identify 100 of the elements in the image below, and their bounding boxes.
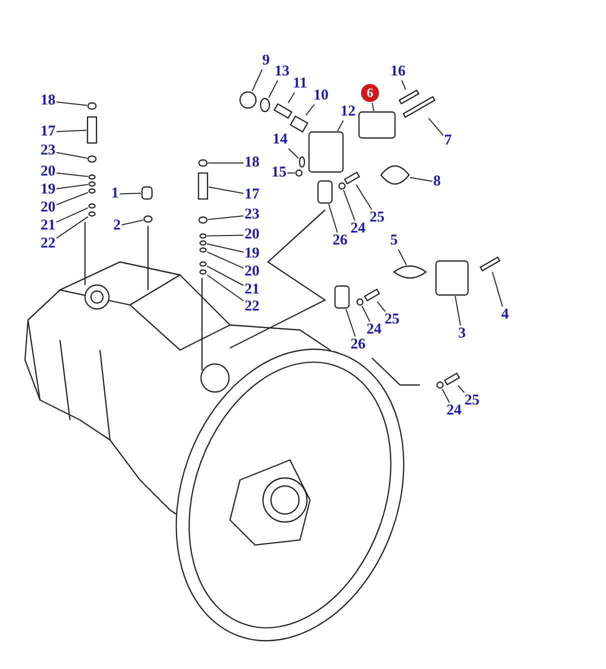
o-ring xyxy=(88,188,96,194)
valve-block xyxy=(317,180,333,204)
o-ring xyxy=(260,98,270,112)
o-ring xyxy=(198,216,208,224)
leader-line xyxy=(458,385,465,393)
valve-block xyxy=(358,111,396,139)
leader-line xyxy=(454,296,461,326)
callout-number: 26 xyxy=(332,234,348,248)
leader-line xyxy=(252,69,263,92)
leader-line xyxy=(56,207,88,223)
valve-block xyxy=(334,285,350,309)
bolt xyxy=(274,103,292,119)
leader-line xyxy=(401,80,406,90)
callout-number: 17 xyxy=(40,124,56,140)
o-ring xyxy=(88,174,96,180)
leader-line xyxy=(56,130,87,132)
callout-number: 24 xyxy=(366,322,382,338)
bolt xyxy=(364,288,380,302)
o-ring xyxy=(199,247,207,253)
callout-number: 25 xyxy=(464,394,480,408)
leader-line xyxy=(208,186,244,194)
leader-line xyxy=(356,184,372,210)
leader-line xyxy=(206,251,244,269)
callout-number: 18 xyxy=(40,94,56,108)
valve-block xyxy=(141,186,153,200)
valve-block xyxy=(198,159,208,167)
leader-line xyxy=(492,271,503,307)
leader-line xyxy=(398,249,407,266)
leader-line xyxy=(337,120,344,132)
callout-number: 13 xyxy=(274,64,290,80)
callout-number: 16 xyxy=(390,64,406,80)
o-ring xyxy=(88,211,96,217)
callout-number: 20 xyxy=(244,228,260,242)
leader-line xyxy=(206,243,244,253)
o-ring xyxy=(199,261,207,267)
o-ring xyxy=(143,215,153,223)
callout-number: 14 xyxy=(272,132,288,148)
callout-number: 24 xyxy=(446,404,462,418)
o-ring xyxy=(199,240,207,246)
callout-number: 23 xyxy=(40,144,56,158)
leader-line xyxy=(428,118,444,136)
bolt xyxy=(290,115,308,133)
o-ring xyxy=(436,381,444,389)
o-ring xyxy=(295,169,303,177)
leader-line xyxy=(206,266,244,286)
callout-number: 25 xyxy=(384,312,400,328)
callout-number: 18 xyxy=(244,156,260,170)
callout-number: 11 xyxy=(292,76,308,92)
leader-line xyxy=(208,215,244,220)
leader-line xyxy=(343,190,356,221)
leader-line xyxy=(206,274,244,302)
valve-block xyxy=(308,131,344,173)
o-ring xyxy=(87,155,97,163)
callout-number: 21 xyxy=(40,218,56,234)
o-ring xyxy=(239,91,257,109)
leader-line xyxy=(56,102,88,106)
leader-line xyxy=(288,92,296,104)
valve-block xyxy=(87,102,97,110)
leader-line xyxy=(56,172,88,177)
bolt xyxy=(344,172,360,184)
bolt xyxy=(444,372,460,386)
leader-line xyxy=(56,184,88,190)
leader-line xyxy=(305,104,315,116)
callout-number: 2 xyxy=(113,218,121,234)
callout-number: 20 xyxy=(244,264,260,280)
callout-number: 12 xyxy=(340,104,356,120)
callout-number: 23 xyxy=(244,208,260,222)
wire-harness xyxy=(393,265,427,279)
leader-line xyxy=(442,388,450,403)
callout-number: 20 xyxy=(40,200,56,216)
o-ring xyxy=(199,269,207,275)
valve-block xyxy=(435,260,469,296)
leader-line xyxy=(376,301,386,312)
leader-line xyxy=(372,102,374,112)
callout-number: 5 xyxy=(390,234,398,248)
leader-line xyxy=(121,220,144,226)
leader-line xyxy=(119,192,142,194)
leader-line xyxy=(206,234,244,236)
callout-number: 10 xyxy=(314,88,328,104)
leader-line xyxy=(208,162,244,164)
callout-number: 20 xyxy=(40,164,56,180)
leader-line xyxy=(346,308,356,337)
leader-line xyxy=(288,148,299,159)
callout-number: 9 xyxy=(262,54,270,68)
leader-line xyxy=(287,172,296,174)
bolt xyxy=(86,116,98,144)
callout-number: 4 xyxy=(501,308,509,322)
callout-number: 7 xyxy=(444,134,452,148)
callout-number: 19 xyxy=(244,246,260,262)
callout-number: 22 xyxy=(40,236,56,252)
callout-number: 3 xyxy=(458,326,466,342)
callout-number: 19 xyxy=(40,182,56,198)
o-ring xyxy=(338,182,346,190)
bolt xyxy=(398,89,420,105)
o-ring xyxy=(356,298,364,306)
bolt xyxy=(198,172,208,200)
callout-number: 25 xyxy=(370,210,384,226)
leader-line xyxy=(56,216,88,239)
highlighted-callout-number: 6 xyxy=(361,84,379,102)
callout-number: 15 xyxy=(272,166,286,180)
